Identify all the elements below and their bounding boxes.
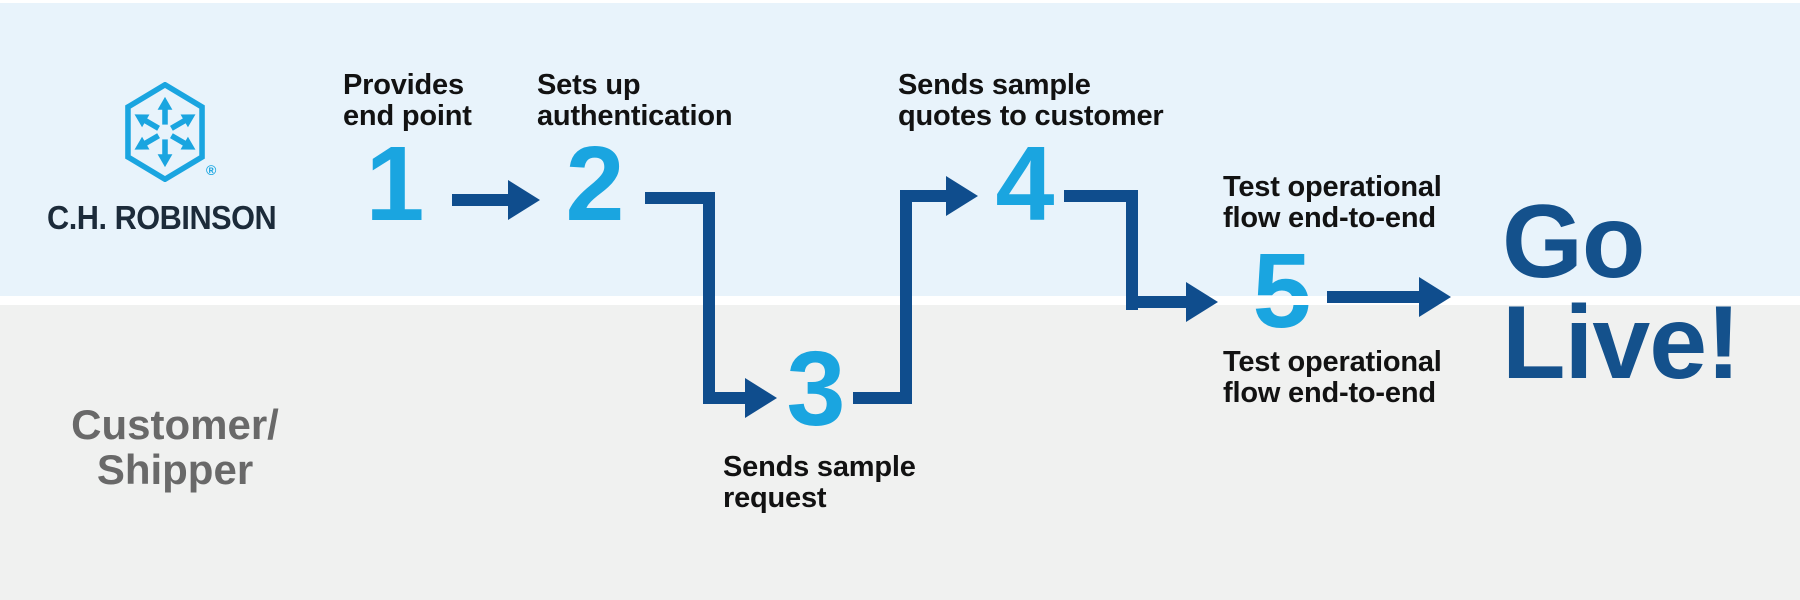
step-1-label: Provides end point: [343, 69, 472, 133]
arrowhead-right-icon: [946, 176, 978, 216]
arrow-shaft: [703, 392, 747, 404]
arrow-shaft: [853, 392, 912, 404]
step-5-label-top: Test operational flow end-to-end: [1223, 171, 1442, 235]
arrowhead-right-icon: [508, 180, 540, 220]
step-1-number: 1: [365, 125, 425, 243]
step-2-number: 2: [565, 125, 625, 243]
arrow-shaft: [452, 194, 510, 206]
step-4-label: Sends sample quotes to customer: [898, 69, 1164, 133]
step-5-label-bottom: Test operational flow end-to-end: [1223, 346, 1442, 410]
chrobinson-logo-icon: [125, 82, 205, 182]
top-white-strip: [0, 0, 1800, 3]
arrow-shaft: [1327, 291, 1419, 303]
step-5-number: 5: [1252, 232, 1312, 350]
arrow-shaft: [1064, 190, 1138, 202]
arrow-shaft: [1126, 190, 1138, 310]
arrowhead-right-icon: [745, 378, 777, 418]
arrow-shaft: [703, 192, 715, 404]
registered-trademark: ®: [206, 162, 217, 178]
go-live-text: Go Live!: [1502, 184, 1741, 401]
step-3-label: Sends sample request: [723, 451, 916, 515]
arrow-shaft: [900, 190, 946, 202]
customer-shipper-label: Customer/ Shipper: [71, 401, 279, 493]
step-2-label: Sets up authentication: [537, 69, 733, 133]
step-4-number: 4: [995, 125, 1055, 243]
chrobinson-wordmark: C.H. ROBINSON: [47, 199, 277, 236]
step-3-number: 3: [786, 330, 846, 448]
arrowhead-right-icon: [1186, 282, 1218, 322]
arrow-shaft: [900, 190, 912, 404]
arrowhead-right-icon: [1419, 277, 1451, 317]
arrow-shaft: [1126, 296, 1186, 308]
arrow-shaft: [645, 192, 715, 204]
